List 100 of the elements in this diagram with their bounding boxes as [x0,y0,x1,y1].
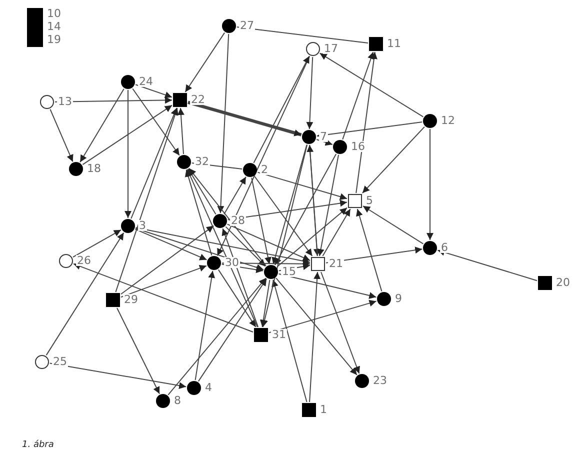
filled-circle-node [207,256,221,270]
arrow [72,229,122,258]
node-number: 10 [46,8,62,19]
arrow [135,228,264,271]
arrow [253,56,310,164]
arrow [177,108,184,154]
arrow [135,227,310,264]
filled-square-node [27,34,43,46]
arrow [319,52,424,118]
filled-circle-node [156,394,170,408]
node-number: 3 [138,220,147,231]
filled-circle-node [177,155,191,169]
node-number: 21 [328,258,344,269]
node-number: 8 [173,395,182,406]
arrow [115,108,178,292]
filled-square-node [106,293,120,307]
filled-circle-node [121,75,135,89]
filled-circle-node [264,265,278,279]
arrow [317,154,339,256]
arrow [316,122,423,139]
figure-caption: 1. ábra [22,440,54,450]
arrow [306,56,314,130]
open-circle-node [40,95,54,109]
filled-circle-node [355,374,369,388]
filled-circle-node [423,114,437,128]
arrow [168,278,266,396]
arrow [49,362,187,389]
arrow [134,228,208,260]
arrow [188,168,216,215]
node-number: 12 [440,115,456,126]
arrow [254,176,313,256]
node-number: 31 [271,329,287,340]
arrow [322,208,351,256]
open-square-node [348,194,362,208]
arrow [278,263,310,272]
arrow [46,232,124,356]
filled-circle-node [377,292,391,306]
arrow [120,264,207,298]
node-number: 23 [372,375,388,386]
arrow [188,100,302,136]
node-number: 2 [260,164,269,175]
node-number: 25 [52,356,68,367]
arrow [272,279,308,402]
arrow [320,272,360,374]
node-number: 30 [224,257,240,268]
filled-circle-node [69,162,83,176]
node-number: 15 [281,266,297,277]
arrow [362,126,425,194]
arrow [342,52,374,140]
node-number: 13 [57,96,73,107]
arrow [326,246,423,264]
node-number: 4 [204,382,213,393]
arrow [188,168,266,266]
node-number: 14 [46,21,62,32]
arrow [116,308,160,394]
filled-circle-node [213,214,227,228]
arrow [130,108,178,220]
filled-circle-node [423,241,437,255]
arrow [186,168,258,328]
filled-circle-node [187,381,201,395]
arrow [356,208,382,292]
node-number: 24 [138,76,154,87]
arrow [261,144,308,328]
arrow [225,226,266,267]
arrow [132,88,180,156]
arrow [316,139,333,146]
node-number: 11 [386,38,402,49]
arrow [251,177,272,265]
filled-square-node [369,37,383,51]
node-number: 27 [239,20,255,31]
node-number: 19 [46,34,62,45]
arrow [222,260,310,268]
arrow [274,154,337,266]
arrow [260,279,270,328]
arrow [224,176,246,215]
node-number: 9 [394,293,403,304]
arrow [268,300,377,334]
arrow [194,270,216,381]
node-number: 32 [194,156,210,167]
arrow [276,207,348,268]
filled-circle-node [121,219,135,233]
arrow [309,272,321,402]
open-circle-node [306,42,320,56]
arrow [218,269,256,328]
arrow [73,263,254,332]
filled-circle-node [333,140,347,154]
open-circle-node [59,254,73,268]
arrow [124,90,132,218]
arrow [272,144,308,265]
arrow [184,32,226,92]
arrow [120,225,214,295]
arrow [198,278,268,382]
filled-circle-node [222,19,236,33]
arrow [362,206,424,244]
arrow [426,128,434,240]
arrow [306,144,318,256]
filled-circle-node [243,163,257,177]
node-number: 26 [76,255,92,266]
arrow [278,273,377,299]
filled-circle-node [302,130,316,144]
